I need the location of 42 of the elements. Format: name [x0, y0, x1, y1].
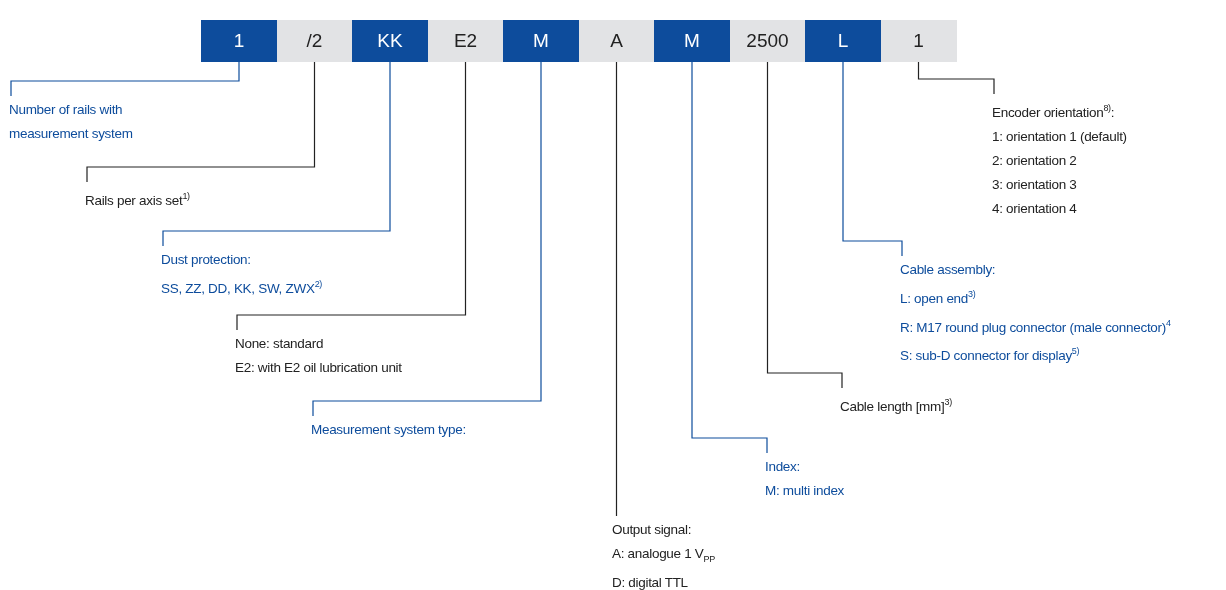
code-segment: 1	[201, 20, 277, 62]
option-text: L: open end$^{3)}$	[900, 288, 976, 308]
description-heading: Cable assembly:	[900, 261, 996, 279]
description-heading: Dust protection:	[161, 251, 251, 269]
description-heading: Encoder orientation$^{8)}$:	[992, 102, 1115, 122]
leader-line	[312, 61, 542, 417]
leader-line	[917, 61, 995, 95]
code-segment: 1	[880, 20, 957, 62]
option-text: R: M17 round plug connector (male connector)$^{4}$	[900, 316, 1171, 337]
leader-line	[842, 61, 903, 257]
option-text: 2: orientation 2	[992, 151, 1077, 170]
leader-line	[691, 61, 768, 454]
leader-line	[236, 61, 467, 331]
option-text: 3: orientation 3	[992, 175, 1077, 194]
description-heading: Cable length [mm]$^{3)}$	[840, 396, 952, 416]
description-heading: Output signal:	[612, 521, 692, 539]
leader-line	[162, 61, 391, 247]
leader-line	[615, 61, 618, 517]
code-segment: /2	[276, 20, 353, 62]
option-text: A: analogue 1 V$_{PP}$	[612, 545, 715, 566]
option-text: E2: with E2 oil lubrication unit	[235, 359, 402, 377]
leader-line	[766, 61, 843, 389]
option-text: 1: orientation 1 (default)	[992, 127, 1127, 146]
leader-line	[10, 61, 240, 97]
description-heading: Number of rails with measurement system	[9, 101, 134, 143]
option-text: S: sub-D connector for display$^{5)}$	[900, 345, 1080, 365]
description-heading: Index:	[765, 458, 800, 476]
option-text: D: digital TTL	[612, 573, 688, 590]
leader-line	[86, 61, 316, 183]
option-text: M: multi index	[765, 482, 845, 500]
code-segment: A	[578, 20, 655, 62]
description-heading: None: standard	[235, 335, 324, 353]
description-heading: Rails per axis set$^{1)}$	[85, 190, 190, 210]
code-segment: KK	[352, 20, 428, 62]
code-segment: M	[654, 20, 730, 62]
code-segment: 2500	[729, 20, 806, 62]
description-heading: Measurement system type:	[311, 421, 466, 439]
code-segment: L	[805, 20, 881, 62]
option-text: 4: orientation 4	[992, 199, 1077, 218]
code-segment: E2	[427, 20, 504, 62]
code-segment: M	[503, 20, 579, 62]
option-text: SS, ZZ, DD, KK, SW, ZWX$^{2)}$	[161, 278, 323, 298]
